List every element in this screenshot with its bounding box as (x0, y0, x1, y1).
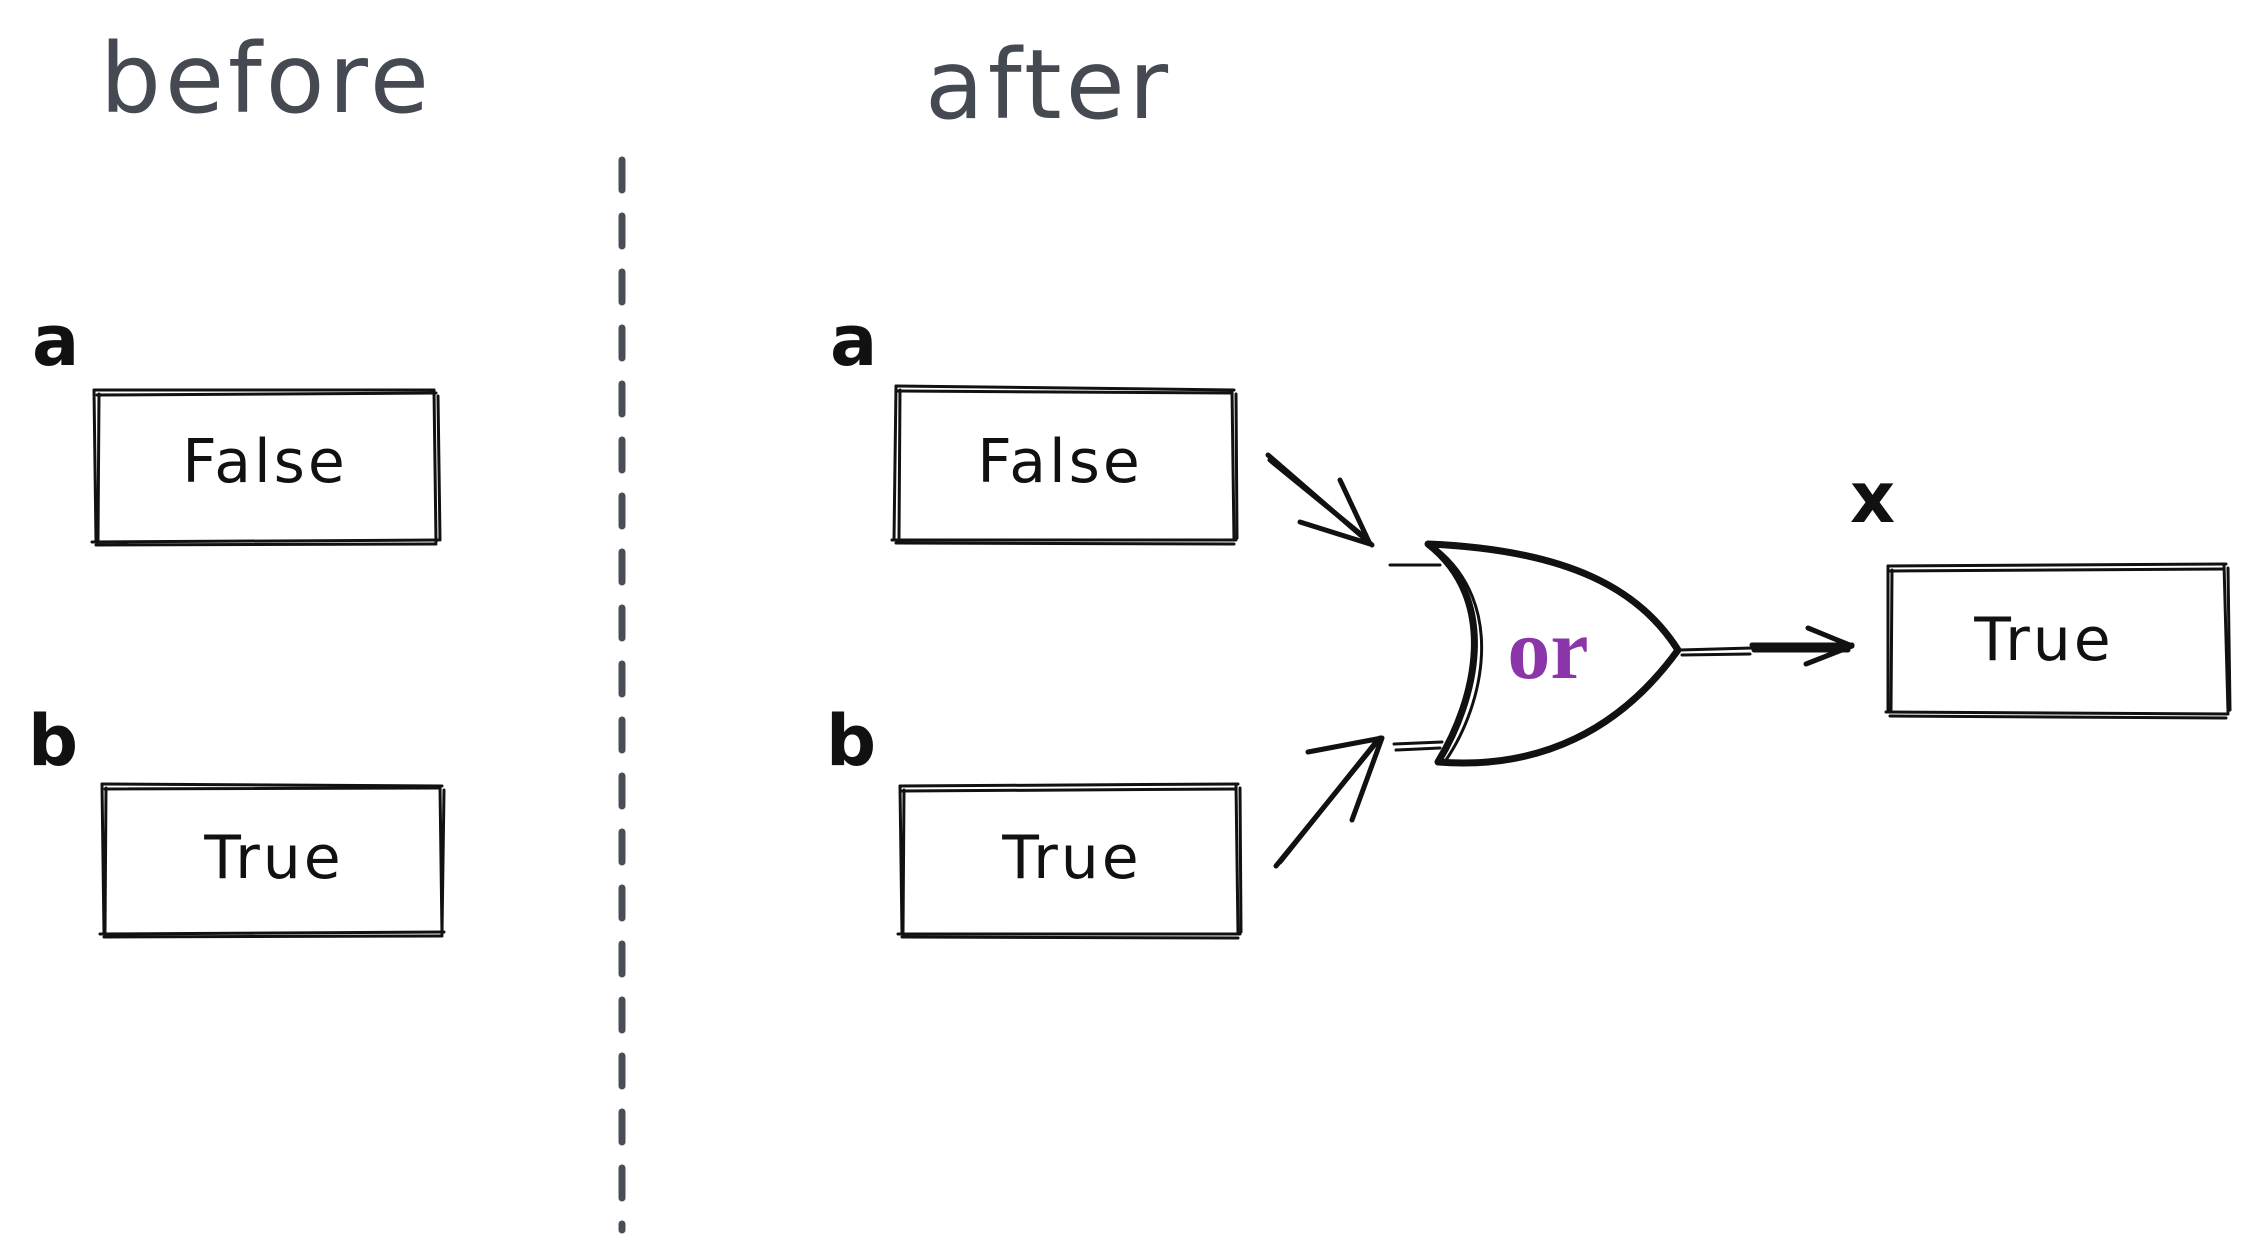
after-b-box (896, 782, 1243, 940)
before-b-value: True (203, 823, 343, 893)
arrow-b-to-gate (1273, 735, 1385, 869)
after-a-label: a (830, 300, 877, 382)
after-title: after (925, 29, 1172, 141)
before-title: before (100, 23, 433, 135)
after-b-label: b (826, 700, 876, 782)
or-gate-label: or (1507, 601, 1588, 697)
arrow-gate-to-x (1749, 625, 1855, 667)
after-x-box (1884, 562, 2232, 720)
after-x-value: True (1973, 605, 2113, 675)
after-a-box (890, 384, 1239, 546)
after-x-label: x (1850, 457, 1895, 539)
after-b-value: True (1001, 823, 1141, 893)
before-a-label: a (32, 300, 79, 382)
or-gate (1388, 540, 1754, 767)
before-a-value: False (182, 427, 348, 497)
after-a-value: False (977, 427, 1143, 497)
before-b-box (98, 782, 446, 939)
before-b-label: b (28, 700, 78, 782)
arrow-a-to-gate (1265, 452, 1375, 548)
before-a-box (90, 388, 442, 547)
